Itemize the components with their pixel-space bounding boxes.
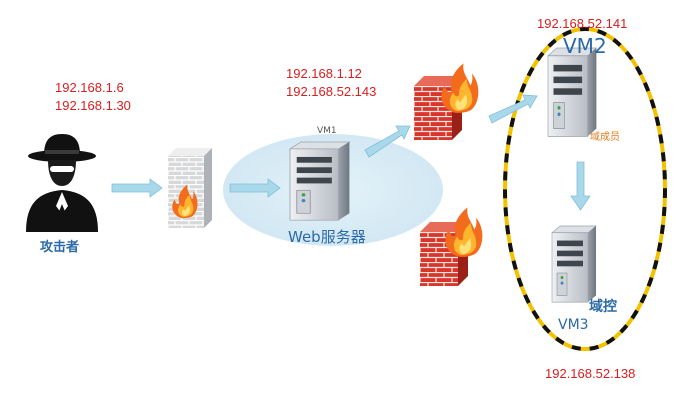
domain-controller-vm-label: VM3	[558, 317, 589, 333]
firewall-3-icon	[420, 207, 483, 286]
arrow-firewall-to-vm2	[488, 94, 538, 124]
arrow-vm2-to-vm3	[570, 161, 591, 211]
arrow-firewall-to-web	[229, 178, 281, 198]
web-server-icon	[289, 141, 351, 221]
attacker-ip-2: 192.168.1.30	[55, 98, 131, 113]
domain-boundary	[503, 27, 667, 351]
firewall-2-icon	[414, 63, 479, 140]
web-server-label: Web服务器	[288, 228, 366, 246]
attacker-label: 攻击者	[40, 240, 80, 255]
domain-member-vm-label: VM2	[563, 34, 607, 58]
attacker-icon	[26, 134, 98, 232]
domain-member-label: 域成员	[590, 132, 620, 143]
domain-controller-ip: 192.168.52.138	[545, 366, 636, 381]
arrow-attacker-to-firewall	[111, 178, 163, 198]
domain-member-ip: 192.168.52.141	[537, 16, 628, 31]
web-server-ip-2: 192.168.52.143	[286, 84, 377, 99]
arrow-web-to-firewall	[364, 125, 411, 158]
firewall-1-icon	[168, 148, 212, 228]
web-server-vm-label: VM1	[317, 126, 337, 136]
domain-controller-server-icon	[551, 225, 597, 303]
domain-member-server-icon	[547, 47, 598, 138]
domain-controller-label: 域控	[589, 299, 617, 315]
web-server-ip-1: 192.168.1.12	[286, 66, 362, 81]
attacker-ip-1: 192.168.1.6	[55, 80, 124, 95]
